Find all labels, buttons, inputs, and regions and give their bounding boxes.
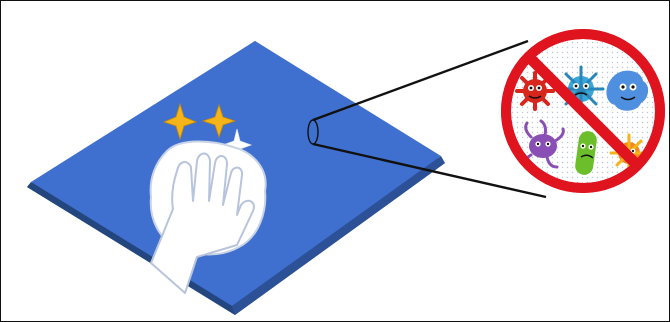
no-germs-icon	[501, 29, 665, 193]
